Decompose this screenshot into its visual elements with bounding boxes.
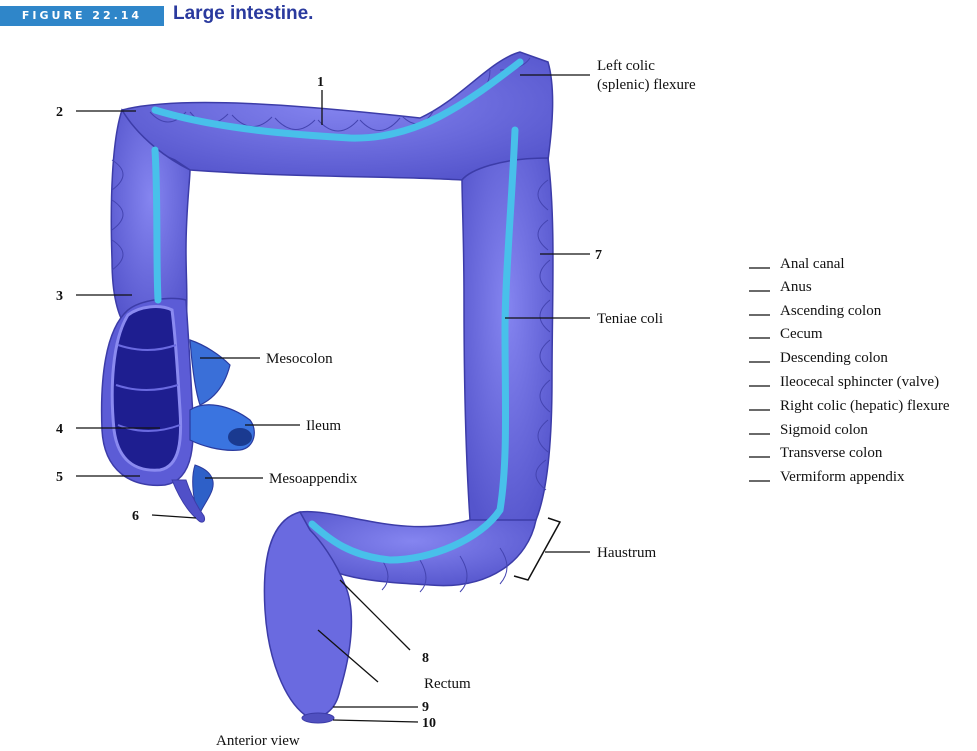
haustrum-bracket bbox=[513, 517, 562, 581]
label-anterior-view: Anterior view bbox=[216, 733, 300, 749]
label-left-colic-line1: Left colic bbox=[597, 58, 655, 74]
ileum-lumen bbox=[228, 428, 252, 446]
answer-key-item: Cecum bbox=[749, 326, 823, 342]
answer-key-item: Right colic (hepatic) flexure bbox=[749, 398, 950, 414]
anal-opening-shape bbox=[301, 712, 335, 724]
label-left-colic-line2: (splenic) flexure bbox=[597, 77, 696, 93]
answer-key-text: Ileocecal sphincter (valve) bbox=[780, 374, 939, 390]
answer-key-item: Vermiform appendix bbox=[749, 469, 905, 485]
label-teniae-coli: Teniae coli bbox=[597, 311, 663, 327]
answer-key-text: Sigmoid colon bbox=[780, 422, 868, 438]
teniae-coli-band bbox=[151, 58, 524, 564]
callout-7: 7 bbox=[595, 248, 602, 263]
answer-key-item: Sigmoid colon bbox=[749, 422, 868, 438]
answer-key-item: Transverse colon bbox=[749, 445, 883, 461]
answer-key-item: Ileocecal sphincter (valve) bbox=[749, 374, 939, 390]
callout-1: 1 bbox=[317, 75, 324, 90]
leader-lines bbox=[76, 74, 590, 723]
answer-key-item: Descending colon bbox=[749, 350, 888, 366]
callout-6: 6 bbox=[132, 509, 139, 524]
answer-key-item: Anus bbox=[749, 279, 812, 295]
callout-2: 2 bbox=[56, 105, 63, 120]
label-mesoappendix: Mesoappendix bbox=[269, 471, 358, 487]
label-mesocolon: Mesocolon bbox=[266, 351, 333, 367]
vermiform-appendix-shape bbox=[171, 479, 205, 523]
cecum-interior bbox=[110, 305, 183, 472]
answer-key-item: Anal canal bbox=[749, 256, 845, 272]
transverse-colon-shape bbox=[121, 51, 554, 181]
callout-10: 10 bbox=[422, 716, 436, 731]
callout-8: 8 bbox=[422, 651, 429, 666]
answer-key-text: Anus bbox=[780, 279, 812, 295]
figure-header: FIGURE 22.14 Large intestine. bbox=[0, 0, 977, 26]
answer-key-text: Anal canal bbox=[780, 256, 845, 272]
figure-title: Large intestine. bbox=[173, 3, 314, 24]
answer-key-text: Ascending colon bbox=[780, 303, 882, 319]
mesocolon-shape bbox=[189, 339, 231, 406]
label-haustrum: Haustrum bbox=[597, 545, 656, 561]
answer-key-list: Anal canal Anus Ascending colon Cecum De… bbox=[749, 256, 950, 485]
answer-key-text: Descending colon bbox=[780, 350, 888, 366]
callout-5: 5 bbox=[56, 470, 63, 485]
figure-number-tag: FIGURE 22.14 bbox=[0, 6, 164, 26]
label-rectum: Rectum bbox=[424, 676, 471, 692]
label-ileum: Ileum bbox=[306, 418, 341, 434]
answer-key-text: Transverse colon bbox=[780, 445, 883, 461]
answer-key-text: Cecum bbox=[780, 326, 823, 342]
answer-key-item: Ascending colon bbox=[749, 303, 882, 319]
callout-4: 4 bbox=[56, 422, 63, 437]
answer-key-text: Vermiform appendix bbox=[780, 469, 905, 485]
callout-3: 3 bbox=[56, 289, 63, 304]
answer-key-text: Right colic (hepatic) flexure bbox=[780, 398, 950, 414]
callout-9: 9 bbox=[422, 700, 429, 715]
